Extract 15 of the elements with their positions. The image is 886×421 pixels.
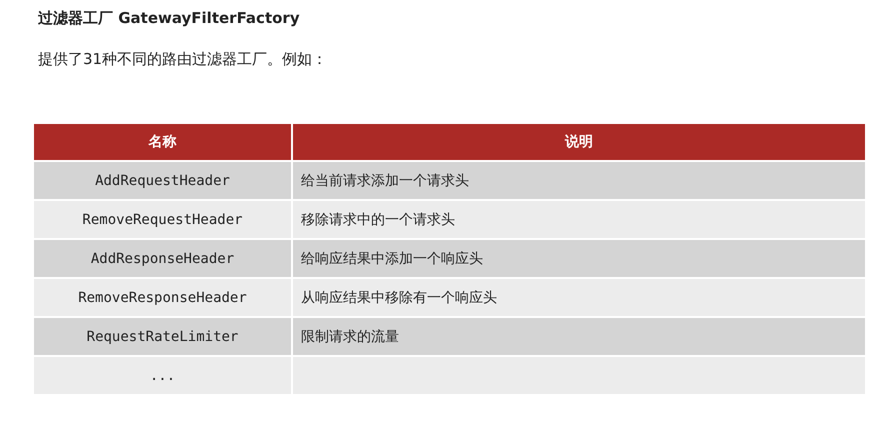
table-cell: 给当前请求添加一个请求头: [292, 161, 866, 200]
page-title: 过滤器工厂 GatewayFilterFactory: [38, 9, 300, 28]
table-cell: ...: [33, 356, 292, 395]
table-cell: 移除请求中的一个请求头: [292, 200, 866, 239]
table-cell: 给响应结果中添加一个响应头: [292, 239, 866, 278]
column-header: 说明: [292, 123, 866, 161]
table-cell: 限制请求的流量: [292, 317, 866, 356]
column-header: 名称: [33, 123, 292, 161]
table-cell: RequestRateLimiter: [33, 317, 292, 356]
table-cell: RemoveRequestHeader: [33, 200, 292, 239]
table-cell: AddRequestHeader: [33, 161, 292, 200]
table-cell: 从响应结果中移除有一个响应头: [292, 278, 866, 317]
table-cell: AddResponseHeader: [33, 239, 292, 278]
intro-text: 提供了31种不同的路由过滤器工厂。例如：: [38, 50, 328, 69]
table-cell: RemoveResponseHeader: [33, 278, 292, 317]
